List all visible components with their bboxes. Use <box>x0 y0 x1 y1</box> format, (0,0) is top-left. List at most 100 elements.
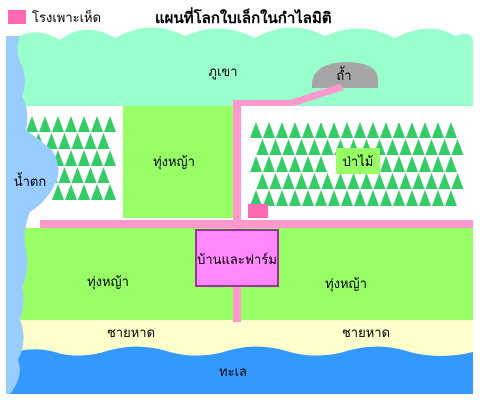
tree-icon <box>302 156 314 172</box>
mountain-area <box>6 27 473 106</box>
tree-icon <box>380 190 392 206</box>
farmhouse-label: บ้านและฟาร์ม <box>197 252 277 268</box>
tree-icon <box>425 173 438 189</box>
tree-icon <box>71 167 84 183</box>
tree-icon <box>412 139 425 155</box>
tree-icon <box>380 122 392 138</box>
tree-icon <box>250 190 262 206</box>
tree-icon <box>276 122 288 138</box>
tree-icon <box>84 133 97 149</box>
tree-icon <box>341 122 353 138</box>
tree-icon <box>295 139 308 155</box>
tree-icon <box>65 184 77 200</box>
tree-icon <box>367 122 379 138</box>
tree-icon <box>269 173 282 189</box>
tree-icon <box>91 116 103 132</box>
tree-icon <box>302 122 314 138</box>
tree-icon <box>97 133 110 149</box>
forest-label: ป่าไม้ <box>343 154 374 170</box>
tree-icon <box>321 139 334 155</box>
tree-icon <box>26 116 38 132</box>
forest-trees-left <box>26 116 116 200</box>
tree-icon <box>269 139 282 155</box>
tree-icon <box>263 190 275 206</box>
sea-area <box>6 346 473 394</box>
tree-icon <box>45 133 58 149</box>
tree-icon <box>354 190 366 206</box>
sea-label: ทะเล <box>219 365 247 380</box>
tree-icon <box>52 184 64 200</box>
meadow-right-label: ทุ่งหญ้า <box>325 277 367 292</box>
forest-label-bg <box>336 148 380 174</box>
tree-icon <box>104 150 116 166</box>
tree-icon <box>347 173 360 189</box>
tree-icon <box>393 122 405 138</box>
tree-icon <box>256 139 269 155</box>
tree-icon <box>406 190 418 206</box>
tree-icon <box>250 156 262 172</box>
tree-icon <box>432 156 444 172</box>
tree-icon <box>367 190 379 206</box>
tree-icon <box>84 167 97 183</box>
mountain-label: ภูเขา <box>208 65 237 80</box>
tree-icon <box>373 173 386 189</box>
tree-icon <box>445 156 457 172</box>
tree-icon <box>282 173 295 189</box>
tree-icon <box>354 122 366 138</box>
tree-icon <box>315 190 327 206</box>
meadow-top-label: ทุ่งหญ้า <box>153 155 195 170</box>
tree-icon <box>250 122 262 138</box>
tree-icon <box>399 139 412 155</box>
tree-icon <box>328 122 340 138</box>
tree-icon <box>419 156 431 172</box>
tree-icon <box>425 139 438 155</box>
tree-icon <box>328 190 340 206</box>
tree-icon <box>295 173 308 189</box>
tree-icon <box>289 156 301 172</box>
tree-icon <box>315 122 327 138</box>
paths <box>40 84 473 322</box>
legend-swatch <box>8 10 26 24</box>
tree-icon <box>308 173 321 189</box>
tree-icon <box>65 150 77 166</box>
tree-icon <box>91 184 103 200</box>
tree-icon <box>104 116 116 132</box>
waterfall-label: น้ำตก <box>14 172 47 190</box>
tree-icon <box>78 116 90 132</box>
tree-icon <box>78 150 90 166</box>
tree-icon <box>71 133 84 149</box>
tree-icon <box>445 190 457 206</box>
tree-icon <box>65 116 77 132</box>
mushroom-house <box>248 204 268 218</box>
map-title: แผนที่โลกใบเล็กในกำไลมิติ <box>155 7 332 27</box>
tree-icon <box>302 190 314 206</box>
tree-icon <box>380 156 392 172</box>
tree-icon <box>97 167 110 183</box>
cave-label: ถ้ำ <box>336 66 351 84</box>
tree-icon <box>91 150 103 166</box>
tree-icon <box>451 173 464 189</box>
tree-icon <box>393 190 405 206</box>
tree-icon <box>360 173 373 189</box>
tree-icon <box>334 173 347 189</box>
legend-label: โรงเพาะเห็ด <box>32 8 101 26</box>
tree-icon <box>451 139 464 155</box>
cave-area <box>311 62 378 88</box>
tree-icon <box>341 190 353 206</box>
tree-icon <box>289 122 301 138</box>
tree-icon <box>256 173 269 189</box>
waterfall-area <box>6 36 59 394</box>
tree-icon <box>406 122 418 138</box>
farmhouse-building <box>195 229 279 287</box>
tree-icon <box>412 173 425 189</box>
tree-icon <box>263 122 275 138</box>
tree-icon <box>399 173 412 189</box>
tree-icon <box>276 190 288 206</box>
beach-left-label: ชายหาด <box>107 326 155 341</box>
tree-icon <box>438 173 451 189</box>
beach-area <box>6 313 473 356</box>
tree-icon <box>432 122 444 138</box>
tree-icon <box>406 156 418 172</box>
tree-icon <box>104 184 116 200</box>
